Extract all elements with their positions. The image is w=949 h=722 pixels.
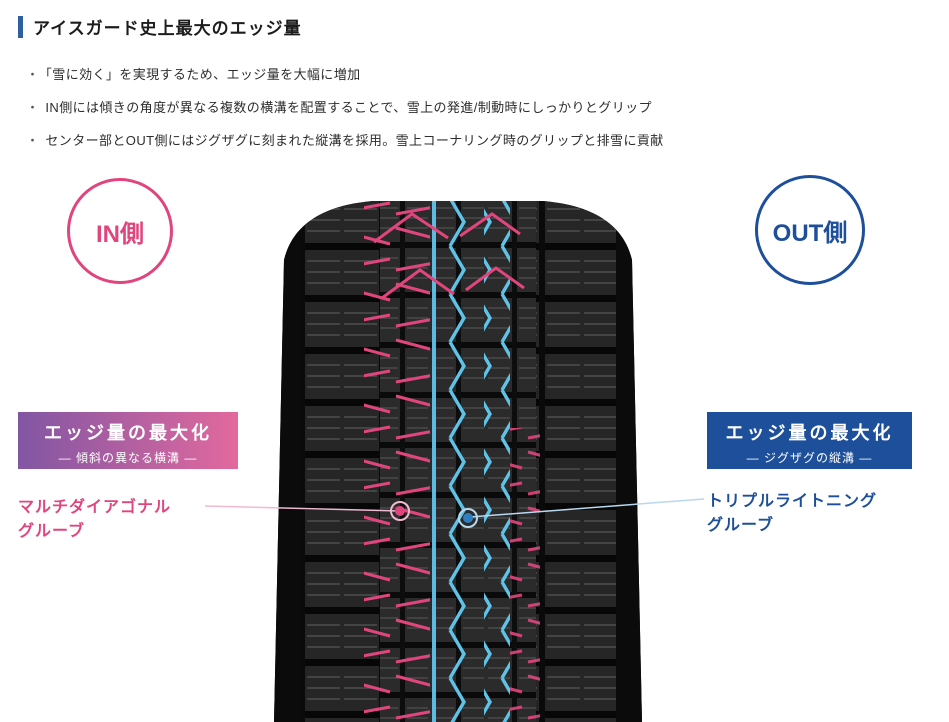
right-groove-name-line2: グルーブ (707, 517, 775, 534)
left-groove-name: マルチダイアゴナル グルーブ (18, 496, 171, 544)
pink-diagonal-grooves (364, 201, 430, 722)
tire-tread-illustration (274, 201, 642, 722)
blue-zigzag-groove-2 (484, 201, 510, 722)
blue-zigzag-groove-1 (446, 201, 472, 722)
page-title: アイスガード史上最大のエッジ量 (33, 19, 302, 38)
right-shoulder-blocks (536, 201, 616, 722)
left-groove-name-line2: グルーブ (18, 523, 86, 540)
bullet-item: 「雪に効く」を実現するため、エッジ量を大幅に増加 (26, 64, 664, 83)
right-groove-name: トリプルライトニング グルーブ (707, 490, 877, 538)
right-callout-subtitle: ― ジグザグの縦溝 ― (746, 451, 873, 465)
in-side-badge: IN側 (67, 178, 173, 284)
bullet-list: 「雪に効く」を実現するため、エッジ量を大幅に増加 IN側には傾きの角度が異なる複… (26, 64, 664, 163)
blue-straight-groove (432, 201, 436, 722)
page-header: アイスガード史上最大のエッジ量 (18, 14, 302, 39)
right-callout-title: エッジ量の最大化 (725, 423, 894, 443)
left-callout-subtitle: ― 傾斜の異なる横溝 ― (58, 451, 198, 465)
right-callout-box: エッジ量の最大化 ― ジグザグの縦溝 ― (707, 412, 912, 469)
out-side-label: OUT側 (772, 219, 848, 247)
bullet-item: センター部とOUT側にはジグザグに刻まれた縦溝を採用。雪上コーナリング時のグリッ… (26, 130, 664, 149)
pink-chevron-grooves (373, 212, 525, 300)
title-accent-bar (18, 15, 23, 38)
left-callout-title: エッジ量の最大化 (44, 423, 212, 443)
bullet-item: IN側には傾きの角度が異なる複数の横溝を配置することで、雪上の発進/制動時にしっ… (26, 97, 664, 116)
out-side-badge: OUT側 (755, 175, 865, 285)
in-side-label: IN側 (96, 220, 144, 248)
right-sidewall (616, 201, 642, 722)
left-sidewall (274, 201, 300, 722)
pink-diagonal-grooves-right (510, 428, 540, 722)
right-groove-name-line1: トリプルライトニング (707, 493, 878, 510)
left-callout-box: エッジ量の最大化 ― 傾斜の異なる横溝 ― (18, 412, 238, 469)
left-groove-name-line1: マルチダイアゴナル (18, 499, 172, 516)
